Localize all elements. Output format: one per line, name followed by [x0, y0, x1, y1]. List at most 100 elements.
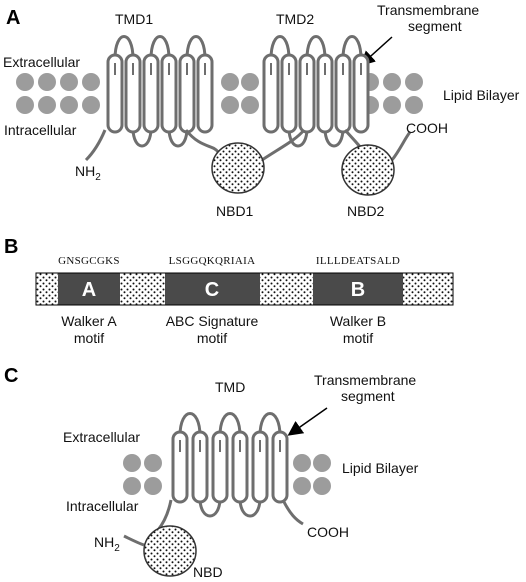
lipid-bilayer-label-c: Lipid Bilayer [342, 460, 419, 476]
walker-a-sequence: GNSGCGKS [58, 255, 120, 267]
tmd1-label: TMD1 [115, 11, 153, 27]
transporter-a [106, 35, 370, 148]
a-tmd2-transmembrane-helix [352, 53, 370, 134]
walker-b-caption-line2: motif [343, 330, 373, 346]
a-right-lipid-outer [405, 73, 423, 91]
a-tmd2-transmembrane-helix [316, 53, 334, 134]
a-right-lipid-outer [383, 73, 401, 91]
a-left-lipid-outer [82, 73, 100, 91]
c-tmd-transmembrane-helix [171, 430, 189, 504]
a-tmd1-transmembrane-helix [106, 53, 124, 134]
motif-box-abc-signature [165, 273, 260, 305]
nbd-label: NBD [193, 564, 223, 580]
transmembrane-label-c-line2: segment [341, 388, 395, 404]
c-left-lipid-outer [123, 454, 141, 472]
tmd-label: TMD [215, 379, 245, 395]
c-tmd-connecting-loop [258, 412, 282, 437]
motif-letter-b: B [351, 279, 365, 301]
c-panel-n-terminus [123, 534, 145, 547]
c-tmd-transmembrane-helix [271, 430, 289, 504]
panel-a: A TMD1 TMD2 Transmembrane segment Extrac… [3, 2, 520, 219]
cooh-label-c: COOH [307, 524, 349, 540]
a-tmd1-connecting-loop [131, 127, 153, 148]
lipid-bilayer-a [16, 73, 423, 114]
lipid-bilayer-label: Lipid Bilayer [443, 87, 520, 103]
nbd-domain [143, 525, 197, 577]
a-left-lipid-inner [82, 96, 100, 114]
transmembrane-label-c-line1: Transmembrane [314, 372, 416, 388]
c-right-lipid-outer [293, 454, 311, 472]
a-tmd1-connecting-loop [113, 35, 135, 60]
motif-letter-a: A [82, 279, 96, 301]
a-tmd1-connecting-loop [149, 35, 171, 60]
a-mid-lipid-inner [221, 96, 239, 114]
motif-letter-c: C [205, 279, 219, 301]
a-mid-lipid-outer [221, 73, 239, 91]
panel-c: C TMD Transmembrane segment Extracellula… [4, 365, 419, 580]
c-right-lipid-inner [313, 477, 331, 495]
sequence-bar-outline [35, 272, 454, 306]
panel-b: B A C B GNSGCGKS LSGGQKQRIAIA ILLLDEATSA… [4, 236, 454, 346]
a-tmd2-connecting-loop [287, 127, 309, 148]
a-tmd1-transmembrane-helix [160, 53, 178, 134]
c-tmd-transmembrane-helix [251, 430, 269, 504]
panel-a-letter: A [6, 7, 20, 29]
walker-b-sequence: ILLLDEATSALD [316, 255, 400, 267]
c-tmd-transmembrane-helix [191, 430, 209, 504]
a-tmd2-connecting-loop [341, 35, 363, 60]
c-right-lipid-outer [313, 454, 331, 472]
nh2-label: NH2 [75, 163, 101, 183]
a-right-lipid-inner [405, 96, 423, 114]
walker-a-caption-line1: Walker A [61, 313, 117, 329]
transmembrane-arrow-c [287, 407, 328, 436]
a-left-lipid-inner [16, 96, 34, 114]
nbd2-domain [341, 144, 395, 196]
lipid-bilayer-c [123, 454, 331, 495]
nbd1-domain [211, 142, 265, 194]
a-left-lipid-inner [60, 96, 78, 114]
walker-b-caption-line1: Walker B [330, 313, 386, 329]
a-left-lipid-outer [16, 73, 34, 91]
c-tmd-connecting-loop [178, 412, 202, 437]
transporter-c [171, 412, 289, 518]
nh2-label-c: NH2 [94, 534, 120, 554]
a-tmd1-transmembrane-helix [124, 53, 142, 134]
a-tmd2-transmembrane-helix [334, 53, 352, 134]
tmd2-label: TMD2 [276, 11, 314, 27]
abc-signature-caption-line2: motif [197, 330, 227, 346]
motif-box-walker-a [58, 273, 120, 305]
c-terminus-tail [390, 131, 412, 161]
nbd1-label: NBD1 [216, 203, 254, 219]
cooh-label: COOH [406, 120, 448, 136]
abc-signature-caption-line1: ABC Signature [166, 313, 259, 329]
a-tmd1-connecting-loop [185, 35, 207, 60]
c-tmd-transmembrane-helix [231, 430, 249, 504]
a-left-lipid-outer [60, 73, 78, 91]
a-tmd2-transmembrane-helix [298, 53, 316, 134]
a-tmd1-connecting-loop [167, 127, 189, 148]
intracellular-label: Intracellular [4, 122, 77, 138]
c-tmd-transmembrane-helix [211, 430, 229, 504]
extracellular-label-c: Extracellular [63, 429, 140, 445]
a-left-lipid-inner [38, 96, 56, 114]
a-tmd1-transmembrane-helix [142, 53, 160, 134]
n-terminus-tail [84, 129, 107, 162]
transmembrane-label-line1: Transmembrane [377, 2, 479, 18]
c-panel-c-terminus [281, 499, 304, 526]
c-tmd-connecting-loop [238, 497, 262, 518]
a-mid-lipid-inner [241, 96, 259, 114]
nbd1-linker [184, 129, 220, 153]
intracellular-label-c: Intracellular [66, 498, 139, 514]
nbd1-return-loop [261, 129, 306, 162]
motif-box-walker-b [313, 273, 403, 305]
a-mid-lipid-outer [241, 73, 259, 91]
a-tmd2-connecting-loop [323, 127, 345, 148]
a-tmd2-transmembrane-helix [262, 53, 280, 134]
a-tmd2-transmembrane-helix [280, 53, 298, 134]
a-right-lipid-inner [383, 96, 401, 114]
c-left-lipid-inner [123, 477, 141, 495]
abc-signature-sequence: LSGGQKQRIAIA [169, 255, 256, 267]
c-tmd-connecting-loop [218, 412, 242, 437]
